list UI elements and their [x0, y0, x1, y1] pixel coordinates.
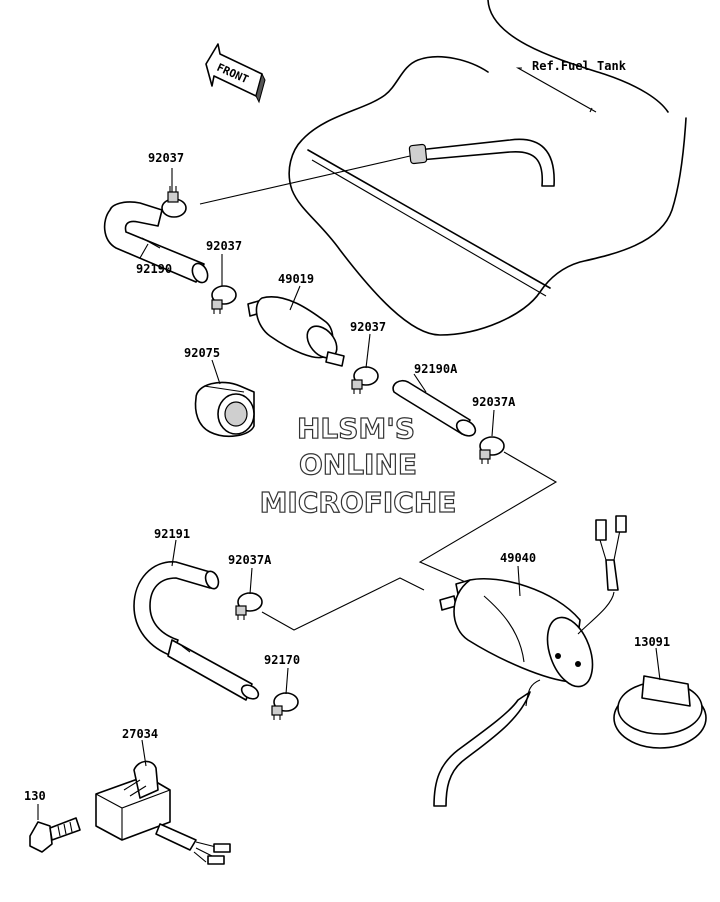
fuel-tank-outline: [288, 0, 687, 336]
label-130: 130: [24, 789, 46, 803]
fuel-filter-49019: [247, 296, 345, 367]
watermark-line3: MICROFICHE: [260, 486, 457, 519]
relay-27034: [95, 760, 231, 865]
label-92037a-right: 92037A: [472, 395, 516, 409]
clamp-92037-right: [351, 366, 379, 394]
label-49040: 49040: [500, 551, 536, 565]
label-92037a-left: 92037A: [228, 553, 272, 567]
watermark: HLSM'S ONLINE MICROFICHE: [259, 411, 457, 519]
clamp-92037-mid: [211, 285, 237, 314]
label-92170: 92170: [264, 653, 300, 667]
label-27034: 27034: [122, 727, 158, 741]
label-49019: 49019: [278, 272, 314, 286]
hose-92191: [133, 561, 260, 701]
label-92191: 92191: [154, 527, 190, 541]
fuel-pump-49040: [433, 515, 627, 807]
clamp-92037-top: [161, 186, 187, 218]
band-13091: [613, 675, 707, 749]
label-ref-fuel-tank: Ref.Fuel Tank: [532, 59, 627, 73]
watermark-line2: ONLINE: [299, 448, 417, 481]
clamp-92037a-right: [479, 436, 505, 464]
grommet-92075: [194, 381, 255, 438]
bolt-130: [29, 817, 81, 853]
label-92037-right: 92037: [350, 320, 386, 334]
label-92190: 92190: [136, 262, 172, 276]
label-13091: 13091: [634, 635, 670, 649]
clamp-92170: [271, 692, 299, 720]
front-arrow-icon: FRONT: [205, 43, 266, 104]
hose-92190a: [392, 379, 477, 437]
watermark-line1: HLSM'S: [297, 412, 415, 445]
label-92075: 92075: [184, 346, 220, 360]
part-labels: 92037 92190 92037 49019 92037 92075 9219…: [24, 59, 670, 803]
label-92037-mid: 92037: [206, 239, 242, 253]
leader-lines: [37, 168, 661, 820]
label-92190a: 92190A: [414, 362, 458, 376]
label-92037-top: 92037: [148, 151, 184, 165]
hose-92190: [103, 201, 209, 284]
clamp-92037a-left: [235, 592, 263, 620]
